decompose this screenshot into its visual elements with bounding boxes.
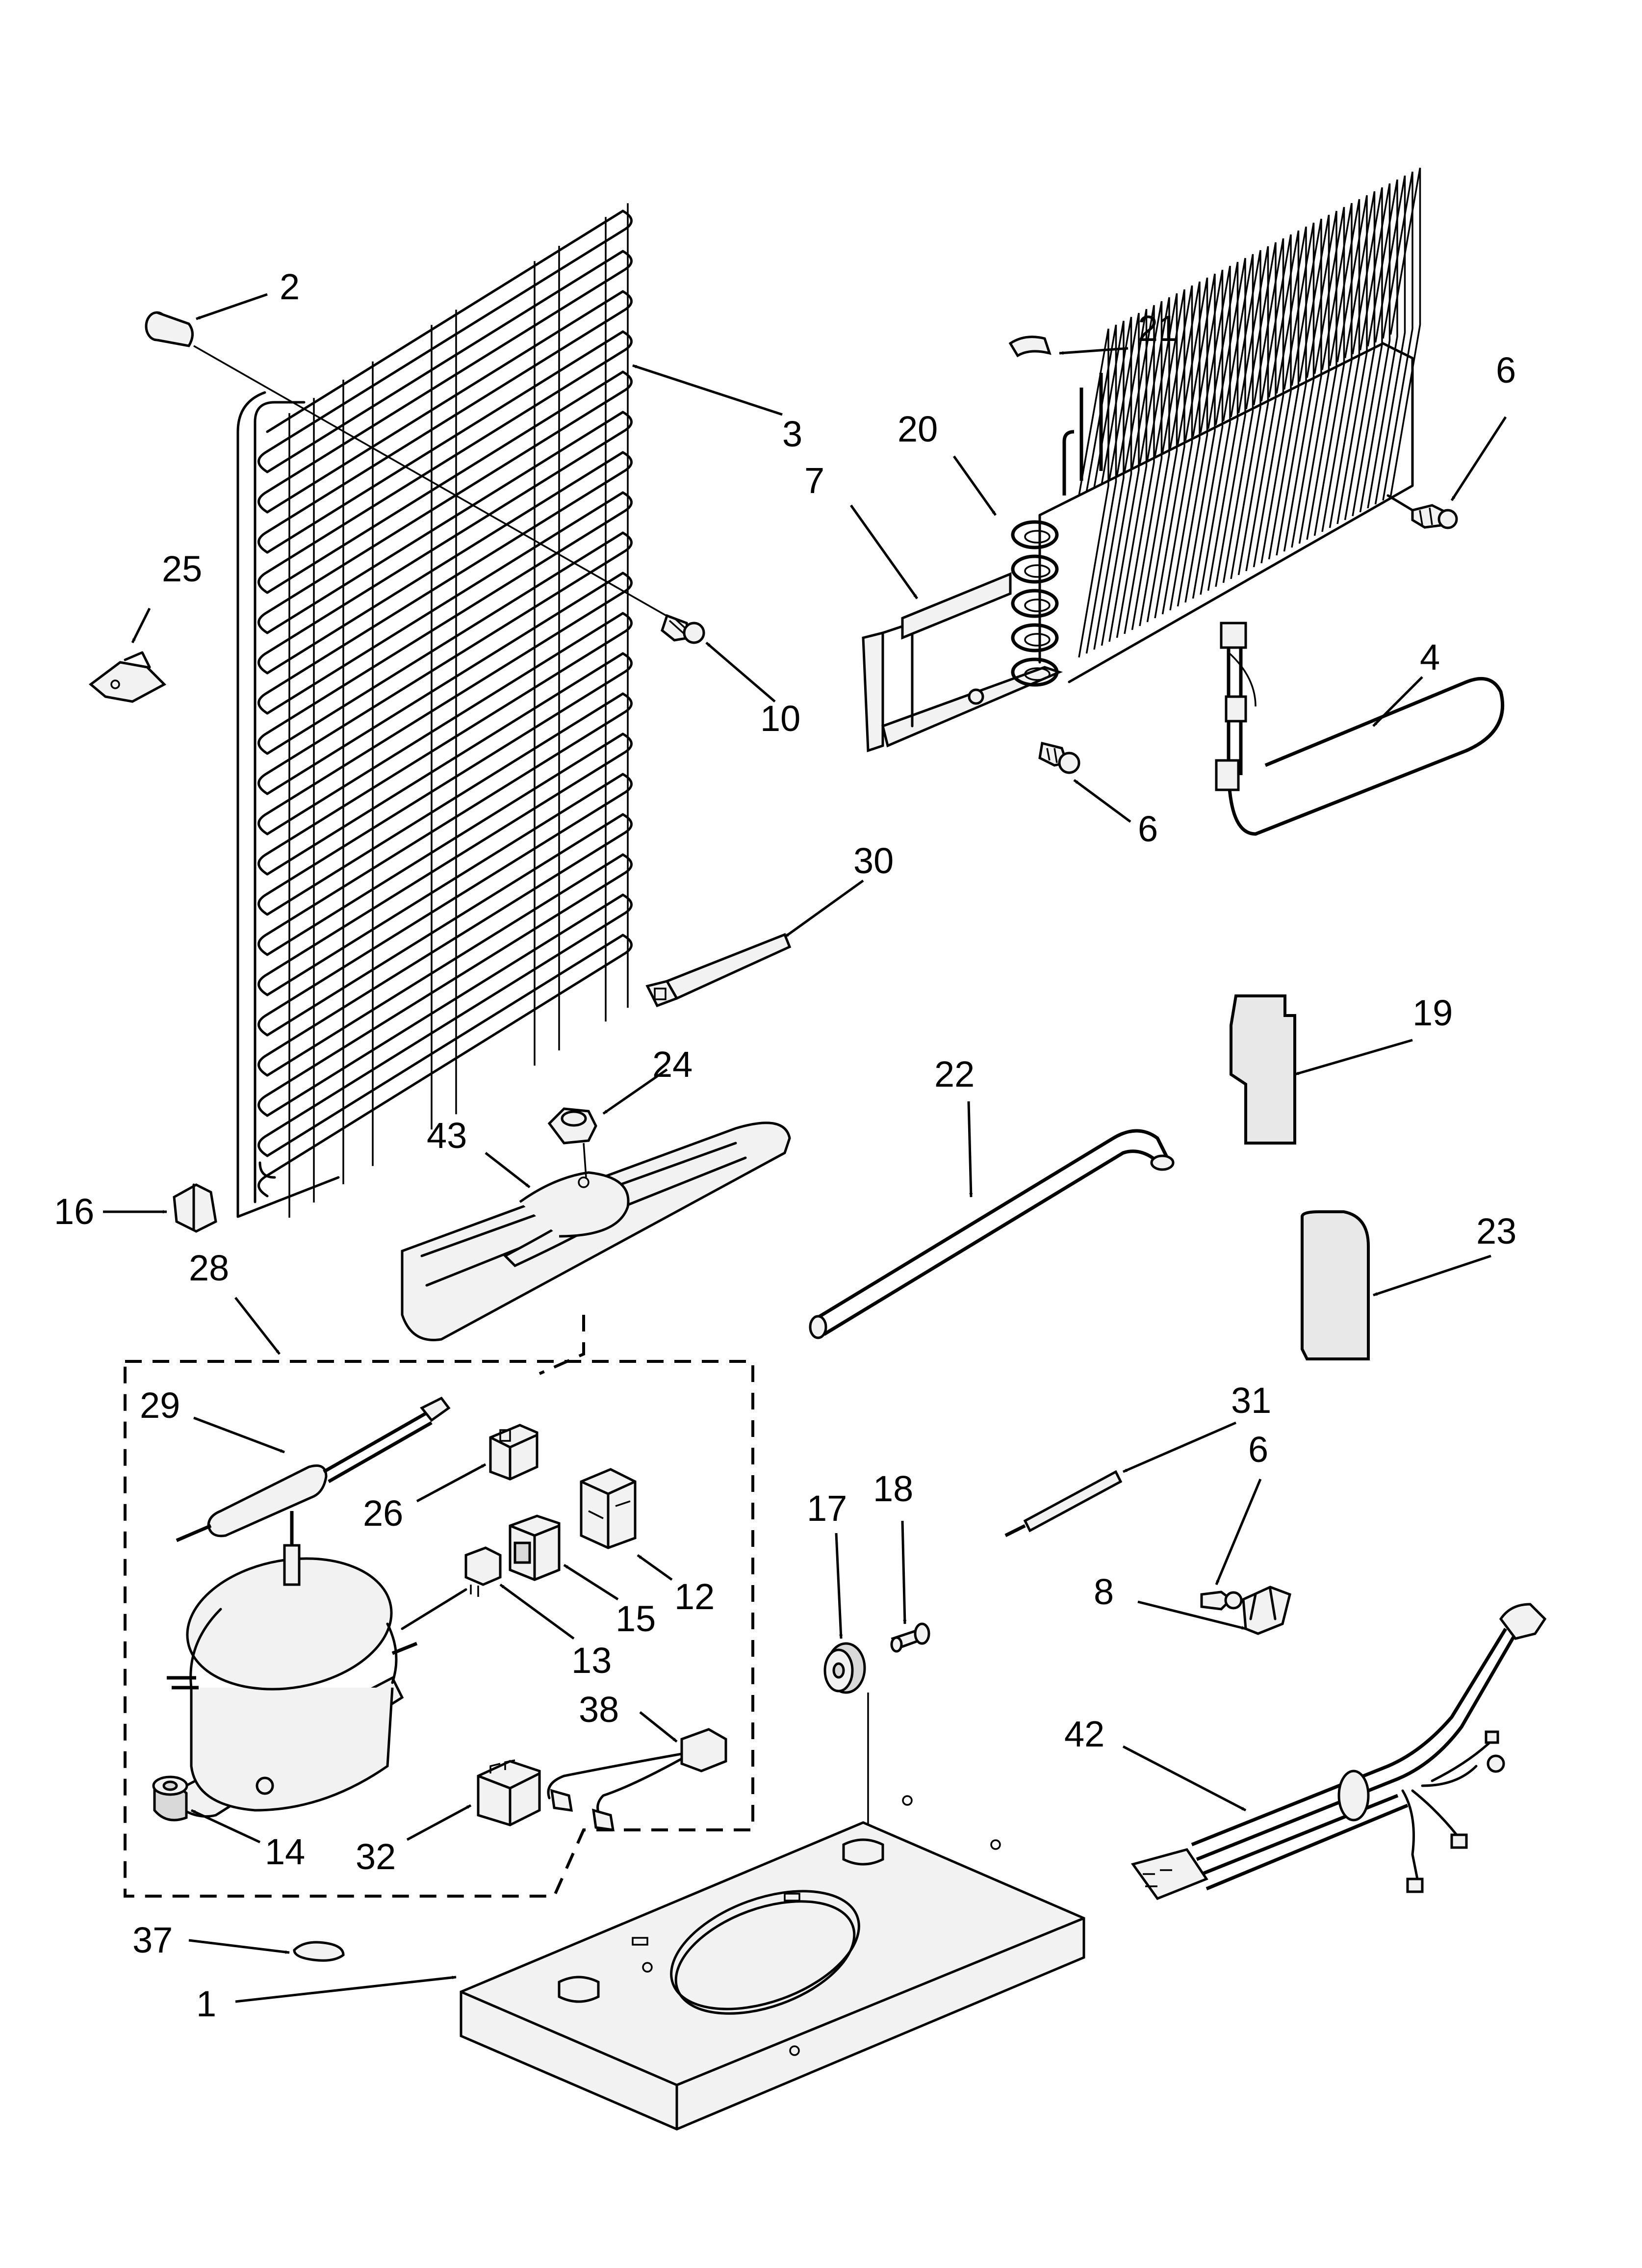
callout-leaders xyxy=(103,293,1507,2003)
drain-pan xyxy=(401,1121,791,1341)
callout-16: 16 xyxy=(54,1191,94,1232)
callout-42: 42 xyxy=(1064,1714,1104,1754)
callout-6: 6 xyxy=(1496,350,1516,391)
callout-21: 21 xyxy=(1138,308,1178,349)
condenser-coil xyxy=(236,203,633,1218)
insulation-part-23 xyxy=(1301,1210,1370,1360)
defrost-heater xyxy=(1215,622,1505,836)
callout-24: 24 xyxy=(652,1044,693,1085)
callout-8: 8 xyxy=(1094,1571,1114,1612)
capacitor-part-32 xyxy=(477,1759,541,1826)
callout-28: 28 xyxy=(189,1248,229,1288)
base-pan xyxy=(460,1795,1085,2131)
callout-14: 14 xyxy=(265,1831,305,1872)
callout-1: 1 xyxy=(196,1983,216,2024)
harness-part-38 xyxy=(547,1728,727,1831)
wire-harness xyxy=(1130,1603,1547,1901)
cable-tie xyxy=(645,933,792,1008)
spacer-part xyxy=(145,311,680,624)
insulation-part-19 xyxy=(1230,994,1296,1145)
callout-38: 38 xyxy=(579,1689,619,1730)
callout-12: 12 xyxy=(674,1576,715,1617)
roller-part-17 xyxy=(823,1642,869,1835)
callout-37: 37 xyxy=(132,1920,173,1960)
relay-part-26 xyxy=(489,1424,539,1481)
clip-part-16 xyxy=(173,1183,217,1233)
callout-15: 15 xyxy=(616,1598,656,1639)
callout-6: 6 xyxy=(1248,1429,1268,1470)
callout-7: 7 xyxy=(804,460,824,501)
compressor xyxy=(167,1511,418,1818)
evaporator-assembly xyxy=(862,167,1421,753)
callout-25: 25 xyxy=(162,548,202,589)
clip-part-37 xyxy=(293,1941,345,1962)
cover-part-12 xyxy=(580,1468,637,1549)
nut-part-24 xyxy=(547,1107,597,1178)
compressor-kit-boundary xyxy=(124,1315,754,1898)
callout-26: 26 xyxy=(363,1493,403,1534)
tube-part-31 xyxy=(1004,1470,1123,1538)
clip-part-21 xyxy=(1008,336,1052,358)
callout-17: 17 xyxy=(807,1488,847,1529)
drain-tube xyxy=(809,1129,1175,1339)
callout-labels: 2 3 21 6 20 7 25 10 4 6 30 19 24 43 22 1… xyxy=(54,266,1516,2024)
callout-29: 29 xyxy=(140,1385,180,1426)
callout-32: 32 xyxy=(356,1836,396,1877)
callout-6: 6 xyxy=(1138,808,1158,849)
callout-18: 18 xyxy=(873,1468,913,1509)
connector-part-13 xyxy=(401,1546,502,1630)
filter-drier xyxy=(176,1396,451,1542)
callout-30: 30 xyxy=(853,840,894,881)
screw-part-6-a xyxy=(1386,494,1458,529)
callout-31: 31 xyxy=(1231,1380,1271,1421)
callout-20: 20 xyxy=(898,409,938,449)
callout-43: 43 xyxy=(427,1115,467,1156)
callout-23: 23 xyxy=(1476,1211,1516,1251)
callout-22: 22 xyxy=(934,1054,975,1095)
overload-part-15 xyxy=(509,1514,561,1581)
bracket-part-25 xyxy=(88,651,167,703)
axle-part-18 xyxy=(890,1622,930,1653)
callout-4: 4 xyxy=(1420,637,1440,678)
callout-19: 19 xyxy=(1412,992,1453,1033)
bracket-part-8 xyxy=(1200,1586,1291,1635)
callout-10: 10 xyxy=(760,698,800,739)
callout-2: 2 xyxy=(280,266,300,307)
screw-part-10 xyxy=(661,614,705,644)
callout-13: 13 xyxy=(571,1640,612,1681)
screw-part-6-b xyxy=(1038,741,1080,774)
callout-3: 3 xyxy=(782,414,802,454)
grommet-part-14 xyxy=(152,1775,188,1822)
